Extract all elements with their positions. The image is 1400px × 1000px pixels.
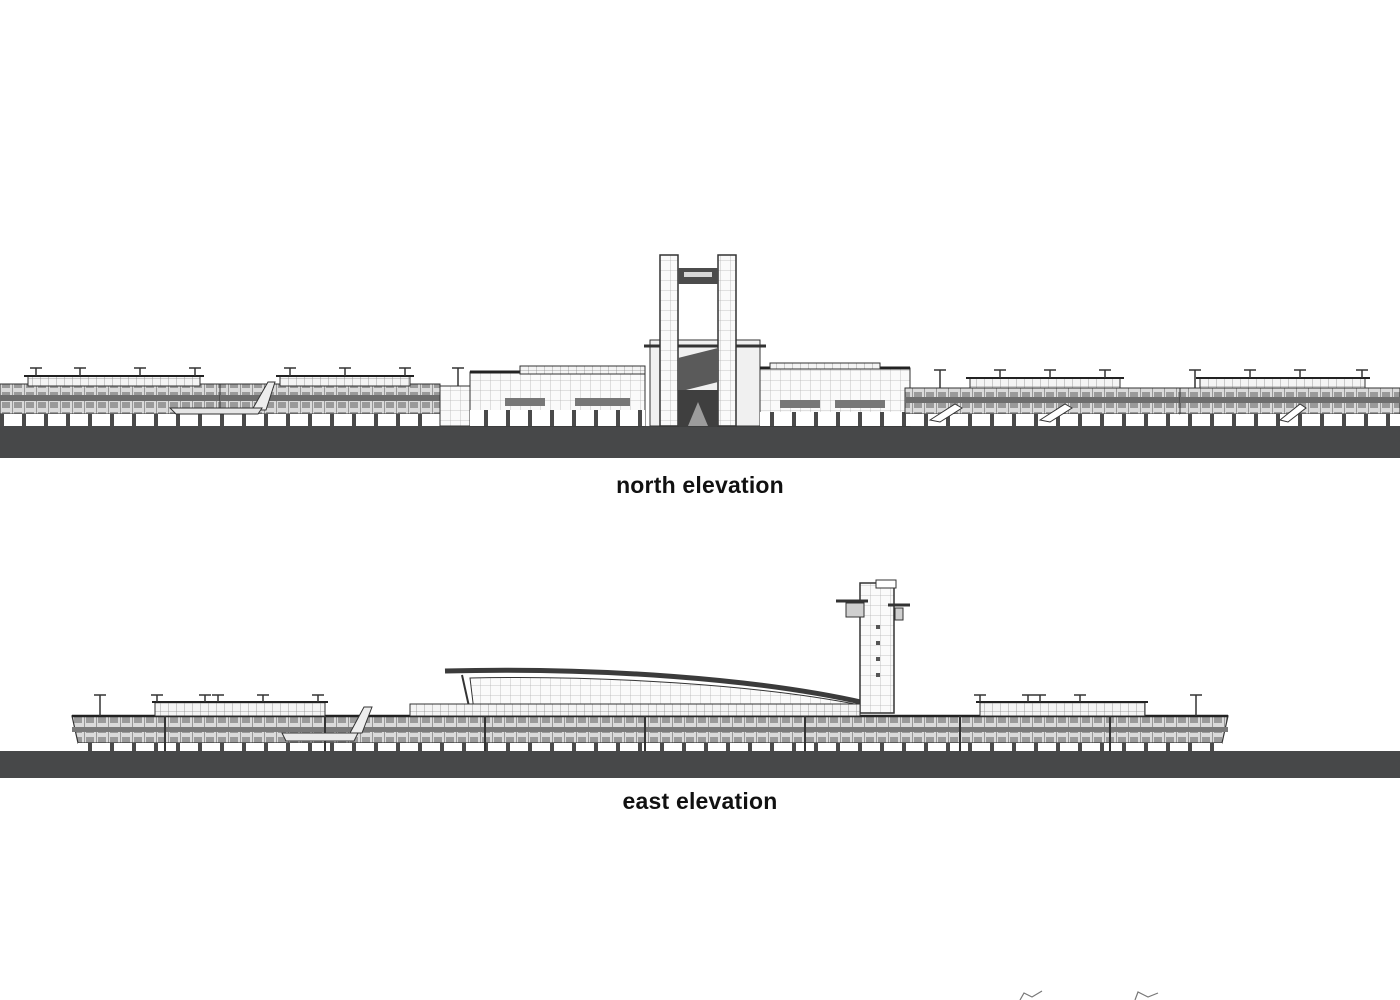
aircraft-tail <box>251 381 276 411</box>
north-elevation-svg <box>0 254 1400 458</box>
partial-drawing-marks <box>1010 985 1190 1000</box>
control-tower <box>836 579 910 714</box>
rooftop-lamp-posts <box>94 694 1202 716</box>
north-elevation-drawing <box>0 250 1400 465</box>
left-inner-block <box>439 365 646 427</box>
terminal-body <box>71 701 1229 751</box>
rooftop-lamp-posts <box>30 367 1368 388</box>
right-terminal-wing <box>904 377 1181 426</box>
ground-slab <box>0 751 1400 778</box>
central-twin-tower-gateway <box>644 254 766 427</box>
right-inner-block <box>759 362 911 427</box>
east-elevation-svg <box>0 579 1400 778</box>
right-terminal-wing-2 <box>1179 377 1400 426</box>
ground-slab <box>0 426 1400 458</box>
east-elevation-drawing <box>0 575 1400 785</box>
left-terminal-wing <box>0 375 241 426</box>
north-elevation-caption: north elevation <box>616 472 784 498</box>
east-elevation-caption: east elevation <box>622 788 778 814</box>
